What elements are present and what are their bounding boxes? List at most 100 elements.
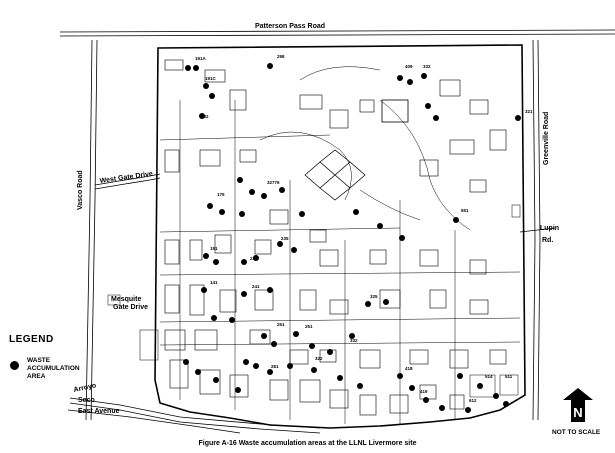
lattice-structure bbox=[304, 149, 366, 201]
building-label-b-612: 612 bbox=[469, 398, 477, 403]
building-label-b-241: 241 bbox=[252, 284, 260, 289]
building-footprint bbox=[369, 249, 387, 265]
building-label-b-141: 141 bbox=[210, 280, 218, 285]
waste-accumulation-marker bbox=[201, 287, 207, 293]
building-label-b-298: 298 bbox=[277, 54, 285, 59]
building-footprint bbox=[299, 94, 323, 110]
building-label-b-32776: 32776 bbox=[267, 180, 280, 185]
road-label-patterson: Patterson Pass Road bbox=[255, 23, 325, 30]
waste-accumulation-marker-icon bbox=[10, 361, 19, 370]
building-label-b-182: 182 bbox=[201, 114, 209, 119]
waste-accumulation-marker bbox=[407, 79, 413, 85]
building-footprint bbox=[194, 329, 218, 351]
waste-accumulation-marker bbox=[209, 93, 215, 99]
waste-accumulation-marker bbox=[213, 377, 219, 383]
scale-note: NOT TO SCALE bbox=[552, 429, 601, 436]
waste-accumulation-marker bbox=[457, 373, 463, 379]
waste-accumulation-marker bbox=[421, 73, 427, 79]
building-footprint bbox=[419, 249, 439, 267]
building-footprint bbox=[299, 289, 317, 311]
waste-accumulation-marker bbox=[241, 259, 247, 265]
road-label-mesquite-1: Mesquite bbox=[111, 296, 141, 303]
building-footprint bbox=[489, 129, 507, 151]
building-footprint bbox=[319, 249, 339, 267]
north-arrow-icon: N bbox=[563, 388, 593, 422]
building-footprint bbox=[449, 394, 465, 410]
building-footprint bbox=[229, 89, 247, 111]
building-footprint bbox=[429, 289, 447, 309]
building-label-b-332b: 332 bbox=[350, 338, 358, 343]
building-footprint bbox=[359, 99, 375, 113]
building-label-b-231: 231 bbox=[250, 256, 258, 261]
building-footprint bbox=[489, 349, 507, 365]
waste-accumulation-marker bbox=[311, 367, 317, 373]
road-label-vasco: Vasco Road bbox=[77, 170, 84, 210]
building-label-b-321: 321 bbox=[525, 109, 533, 114]
building-footprint bbox=[299, 379, 321, 403]
waste-accumulation-marker bbox=[299, 211, 305, 217]
waste-accumulation-marker bbox=[193, 65, 199, 71]
waste-accumulation-marker bbox=[377, 223, 383, 229]
waste-accumulation-marker bbox=[383, 299, 389, 305]
waste-accumulation-marker bbox=[365, 301, 371, 307]
waste-accumulation-marker bbox=[267, 287, 273, 293]
road-label-lupin-2: Rd. bbox=[542, 237, 553, 244]
building-footprint bbox=[189, 239, 203, 261]
waste-accumulation-marker bbox=[503, 401, 509, 407]
building-footprint bbox=[329, 109, 349, 129]
building-label-b-235: 235 bbox=[281, 236, 289, 241]
waste-accumulation-marker bbox=[203, 83, 209, 89]
waste-accumulation-marker bbox=[337, 375, 343, 381]
building-footprint bbox=[309, 229, 327, 243]
north-label: N bbox=[573, 405, 582, 420]
waste-accumulation-marker bbox=[477, 383, 483, 389]
internal-streets bbox=[159, 66, 521, 424]
waste-accumulation-marker bbox=[397, 373, 403, 379]
waste-accumulation-marker bbox=[213, 259, 219, 265]
building-footprints bbox=[164, 59, 507, 416]
building-footprint bbox=[254, 239, 272, 255]
waste-accumulation-marker bbox=[243, 359, 249, 365]
waste-accumulation-marker bbox=[271, 341, 277, 347]
building-footprint bbox=[389, 394, 409, 414]
building-footprint bbox=[419, 159, 439, 177]
waste-accumulation-marker bbox=[453, 217, 459, 223]
building-footprint bbox=[269, 209, 289, 225]
building-footprint bbox=[379, 289, 401, 309]
waste-accumulation-marker bbox=[241, 291, 247, 297]
building-footprint bbox=[289, 349, 309, 365]
waste-accumulation-marker bbox=[287, 363, 293, 369]
building-footprint bbox=[409, 349, 429, 365]
building-footprint bbox=[359, 394, 377, 416]
waste-accumulation-marker bbox=[399, 235, 405, 241]
waste-accumulation-marker bbox=[327, 349, 333, 355]
waste-accumulation-marker bbox=[357, 383, 363, 389]
waste-accumulation-marker bbox=[239, 211, 245, 217]
building-footprint bbox=[469, 299, 489, 315]
waste-accumulation-marker bbox=[185, 65, 191, 71]
building-label-b-191c: 191C bbox=[205, 76, 217, 81]
road-label-greenville: Greenville Road bbox=[543, 112, 550, 165]
building-footprint bbox=[219, 289, 237, 313]
building-footprint bbox=[469, 259, 487, 275]
building-footprint bbox=[199, 149, 221, 167]
waste-accumulation-marker bbox=[211, 315, 217, 321]
waste-accumulation-marker bbox=[353, 209, 359, 215]
building-label-b-551: 551 bbox=[461, 208, 469, 213]
waste-accumulation-marker bbox=[423, 397, 429, 403]
building-label-b-419: 419 bbox=[420, 389, 428, 394]
waste-accumulation-marker bbox=[277, 241, 283, 247]
large-facility bbox=[381, 99, 409, 123]
waste-accumulation-marker bbox=[465, 407, 471, 413]
waste-accumulation-marker bbox=[207, 203, 213, 209]
road-label-arroyo-2: Seco bbox=[78, 397, 95, 404]
waste-accumulation-marker bbox=[267, 63, 273, 69]
waste-accumulation-marker bbox=[309, 343, 315, 349]
waste-markers bbox=[183, 63, 521, 413]
building-footprint bbox=[329, 299, 349, 315]
offsite-features bbox=[107, 204, 521, 398]
waste-accumulation-marker bbox=[493, 393, 499, 399]
building-label-b-191a: 191A bbox=[195, 56, 207, 61]
